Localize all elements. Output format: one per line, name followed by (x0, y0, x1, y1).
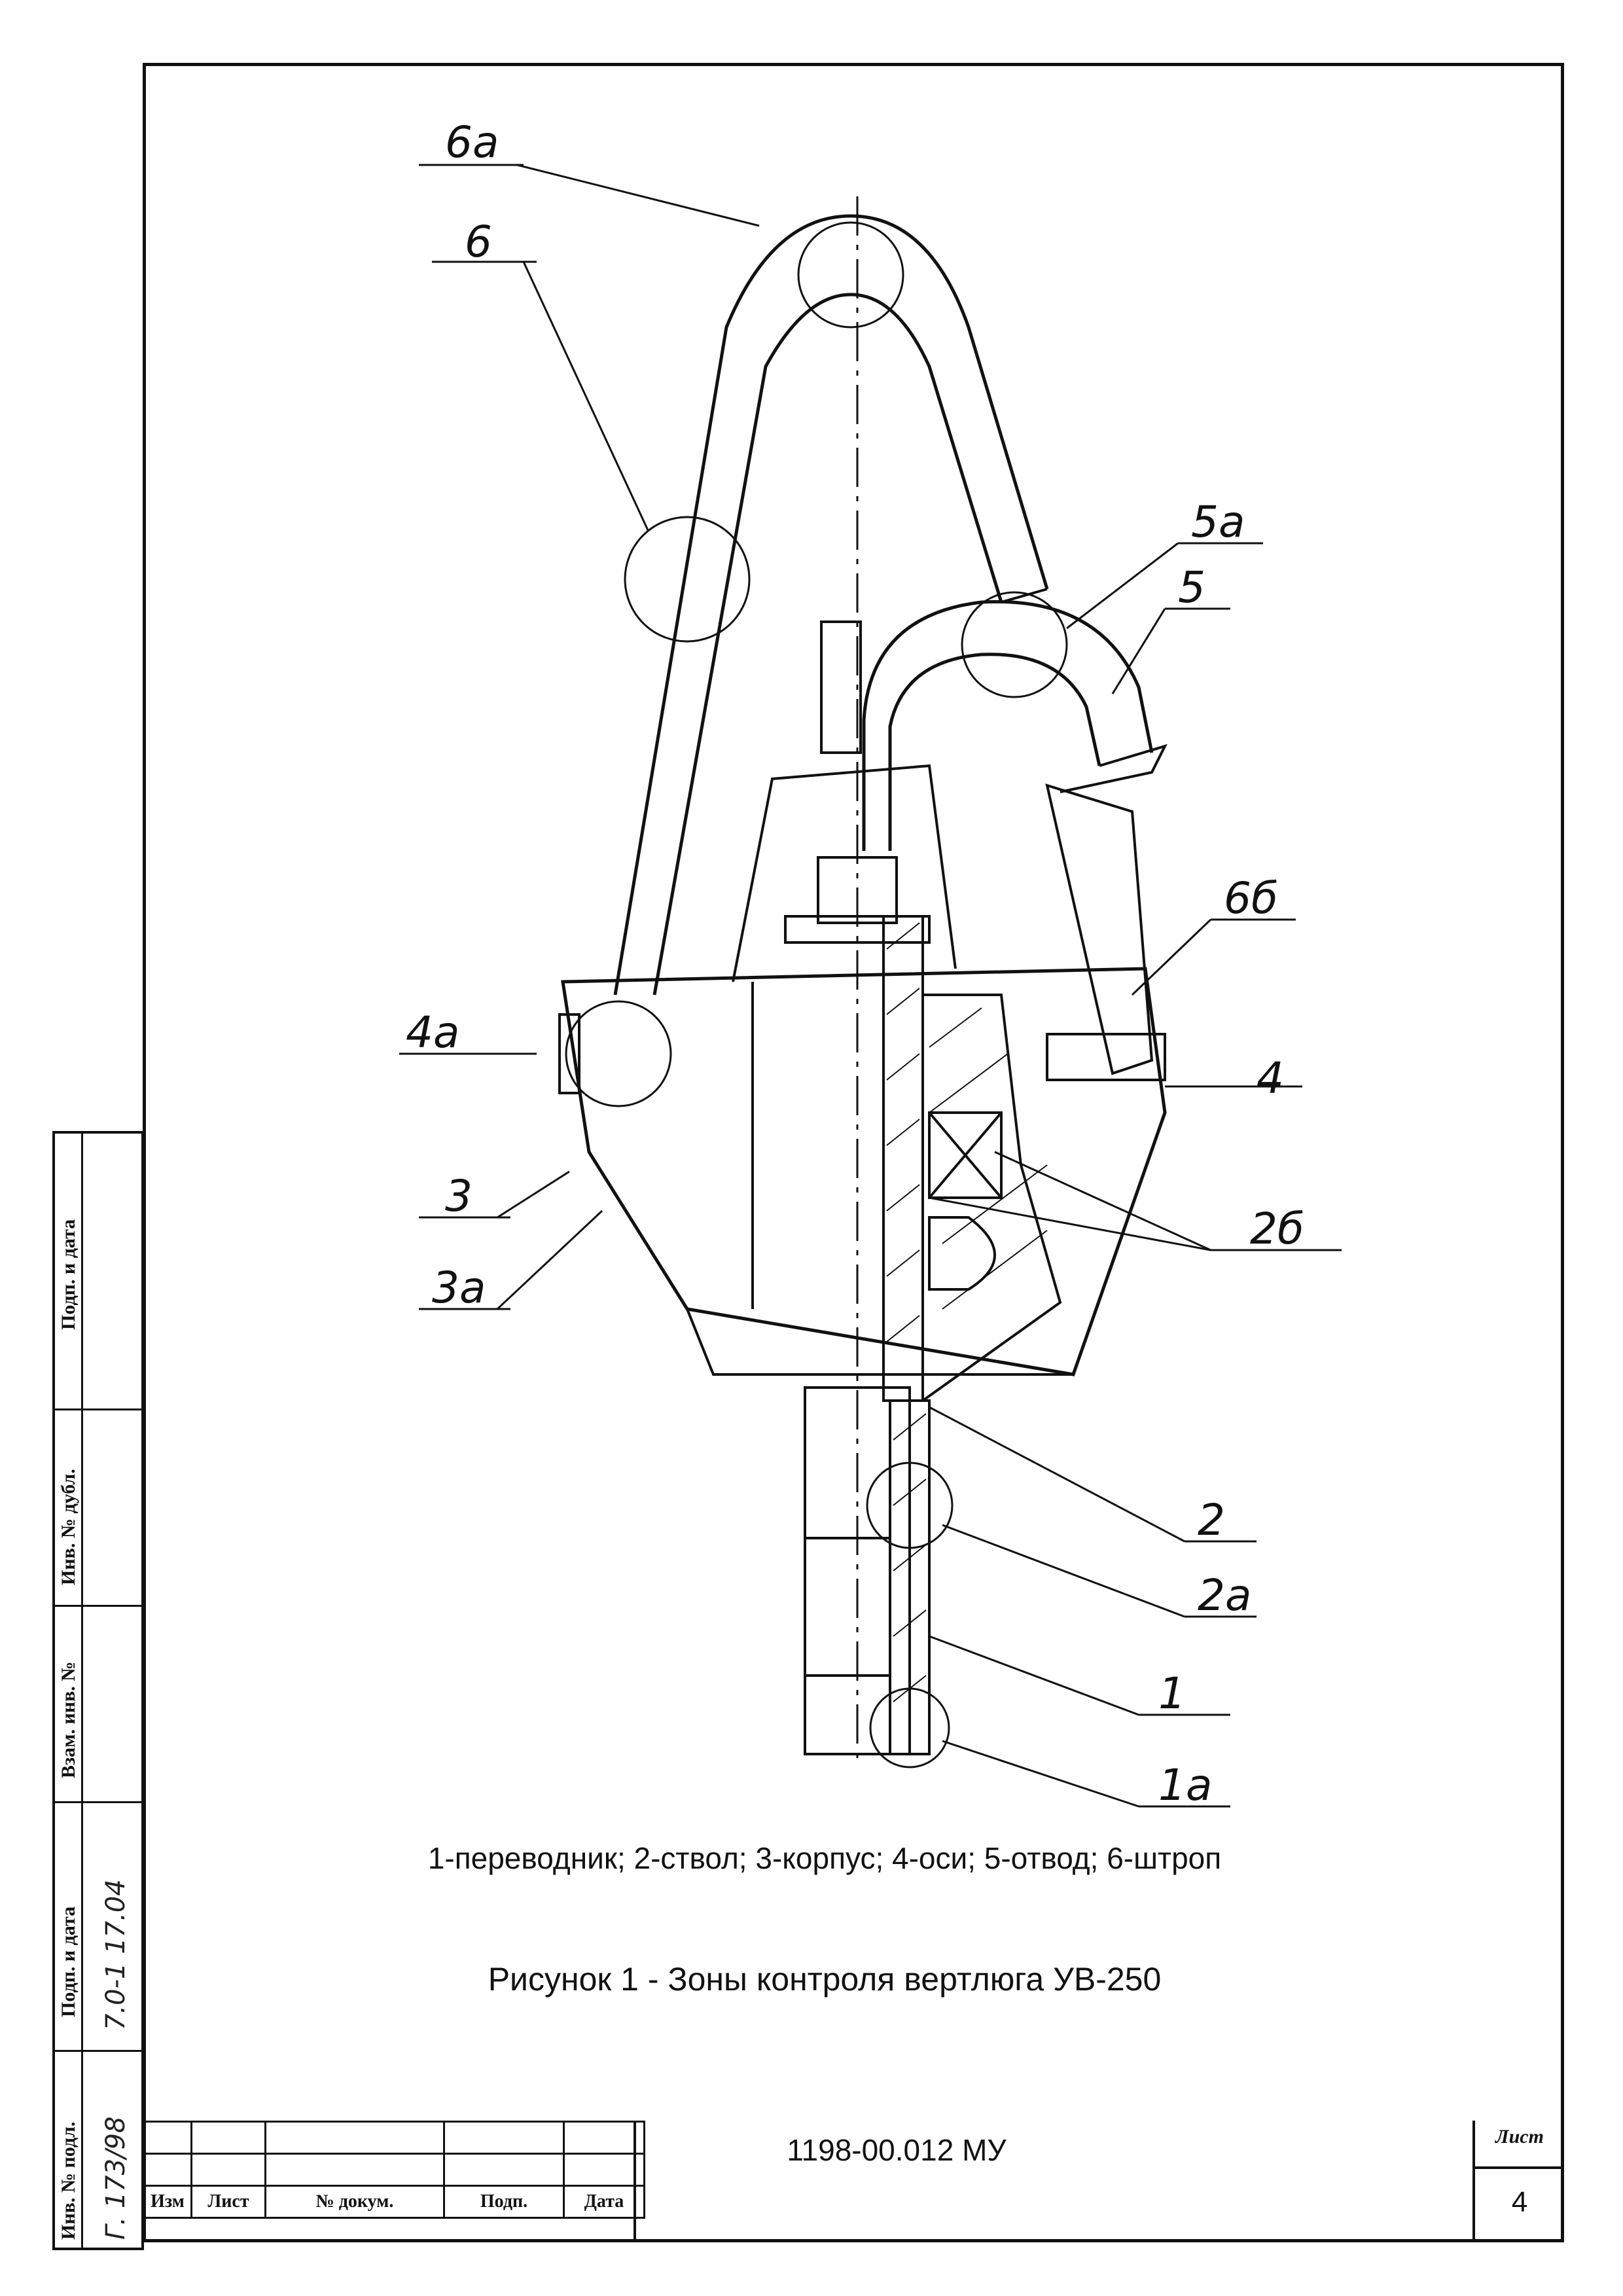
side-handwritten-date: 7.0-1 17.04 (101, 1879, 131, 2030)
swivel-outline (558, 196, 1168, 1767)
title-divider (633, 2121, 636, 2242)
label-4a: 4а (406, 1007, 459, 1058)
side-row-3 (55, 1605, 141, 1803)
side-stamp-captions (55, 1134, 83, 2248)
side-row-1 (55, 1134, 141, 1410)
label-2a: 2а (1198, 1570, 1251, 1621)
zone-5a-circle (961, 591, 1068, 698)
side-field-dup-inv: Инв. № дубл. (58, 1469, 79, 1585)
sheet-number: 4 (1511, 2186, 1528, 2218)
side-handwritten-inv: Г. 173/98 (101, 2116, 131, 2240)
sheet-box: Лист 4 (1472, 2121, 1564, 2242)
side-row-2 (55, 1408, 141, 1607)
label-3: 3 (445, 1171, 473, 1221)
zone-6-circle (624, 516, 751, 643)
label-6: 6 (465, 217, 492, 267)
label-1: 1 (1158, 1668, 1186, 1719)
label-2b: 2б (1250, 1204, 1304, 1254)
leader-lines (399, 164, 1342, 1808)
label-4: 4 (1257, 1053, 1284, 1103)
col-list: Лист (190, 2185, 266, 2219)
revision-table: Изм Лист № докум. Подп. Дата (143, 2121, 645, 2219)
title-block: Изм Лист № докум. Подп. Дата (143, 2121, 1564, 2242)
label-1a: 1а (1158, 1760, 1212, 1810)
figure-caption: Рисунок 1 - Зоны контроля вертлюга УВ-25… (488, 1961, 1162, 1998)
col-signature: Подп. (443, 2185, 565, 2219)
side-stamp: Подп. и дата Инв. № дубл. Взам. инв. № П… (52, 1131, 144, 2250)
sheet-label: Лист (1495, 2126, 1544, 2147)
label-6b: 6б (1224, 873, 1278, 924)
side-row-4 (55, 1801, 141, 2052)
label-5a: 5а (1191, 497, 1245, 547)
side-field-repl-inv: Взам. инв. № (58, 1661, 79, 1778)
zone-4a-circle (565, 1000, 672, 1107)
label-3a: 3а (432, 1263, 486, 1313)
sheet-separator (1475, 2166, 1564, 2169)
drawing-frame (143, 63, 1564, 2242)
control-zones (565, 221, 1068, 1768)
zone-1a-circle (869, 1687, 950, 1768)
col-izm: Изм (143, 2185, 192, 2219)
parts-legend: 1-переводник; 2-ствол; 3-корпус; 4-оси; … (427, 1841, 1222, 1875)
label-5: 5 (1178, 562, 1205, 613)
document-code: 1198-00.012 МУ (787, 2133, 1007, 2167)
side-field-sign-date-1: Подп. и дата (58, 1219, 79, 1330)
label-6a: 6а (445, 117, 499, 168)
col-doc-no: № докум. (264, 2185, 445, 2219)
zone-6a-circle (797, 221, 904, 329)
zone-2a-circle (866, 1462, 954, 1549)
label-2: 2 (1198, 1495, 1225, 1545)
col-date: Дата (563, 2185, 645, 2219)
side-field-orig-inv: Инв. № подл. (58, 2121, 79, 2240)
side-field-sign-date-2: Подп. и дата (58, 1906, 79, 2017)
